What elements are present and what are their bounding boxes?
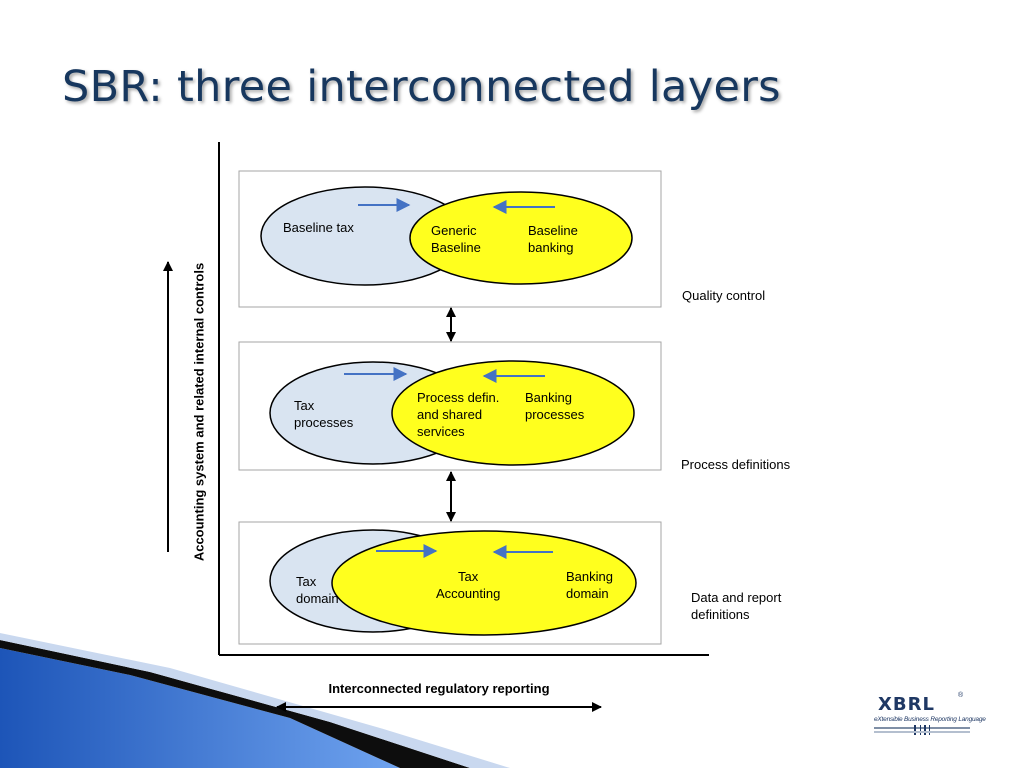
top-side-label: Quality control [682,288,766,303]
middle-side-label: Process definitions [681,457,791,472]
top-left-label: Baseline tax [283,220,354,235]
xbrl-logo-registered-mark: ® [958,692,964,699]
layer-box-middle [238,341,662,471]
xbrl-logo-barcode-icon [874,725,970,735]
banking-ellipse-bottom [331,530,637,636]
corner-swoosh-decoration [0,633,510,768]
slide-title: SBR: three interconnected layers [62,62,781,112]
vertical-axis-label: Accounting system and related internal c… [191,262,207,562]
banking-ellipse-top [409,191,633,285]
xbrl-logo: XBRL ® eXtensible Business Reporting Lan… [870,692,986,740]
banking-ellipse-middle [391,360,635,466]
layer-box-bottom [238,521,662,645]
xbrl-logo-tagline: eXtensible Business Reporting Language [874,716,986,723]
xbrl-logo-text: XBRL [878,694,935,715]
horizontal-axis-label: Interconnected regulatory reporting [328,681,550,696]
